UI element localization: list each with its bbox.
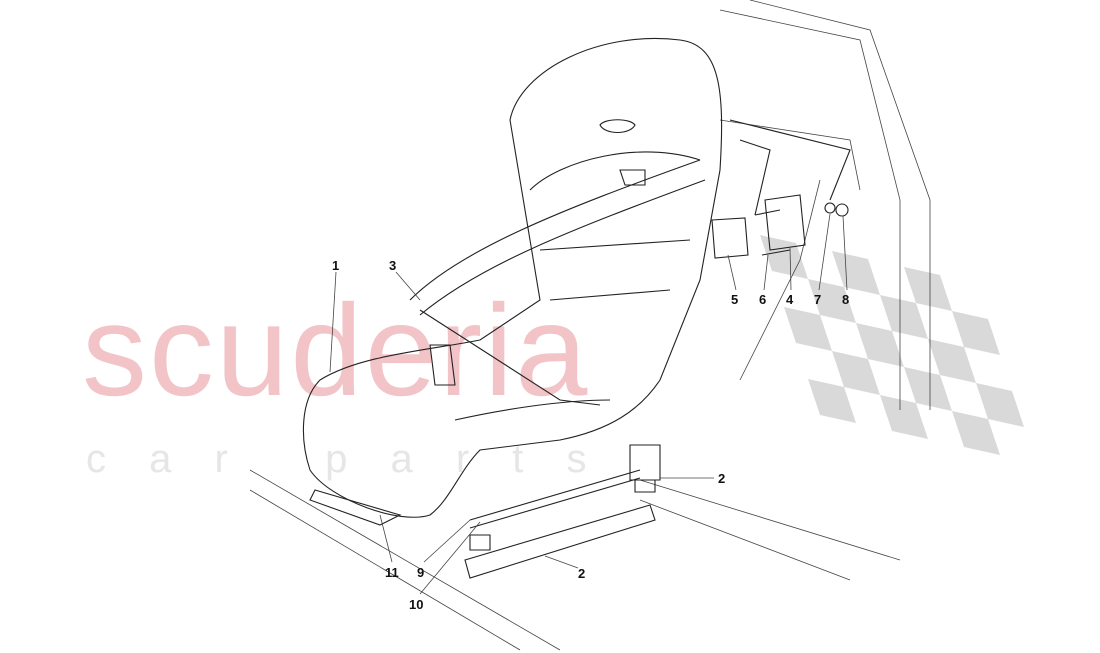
callout-2-lower: 2 <box>578 566 585 581</box>
checker-square <box>904 367 952 411</box>
callout-10: 10 <box>409 597 423 612</box>
leader-lines <box>329 213 848 595</box>
car-floor <box>249 0 931 651</box>
callout-1: 1 <box>332 258 339 273</box>
callout-11: 11 <box>385 565 399 580</box>
callout-8: 8 <box>842 292 849 307</box>
callout-2-upper: 2 <box>718 471 725 486</box>
callout-9: 9 <box>417 565 424 580</box>
watermark-tagline: c a r p a r t s <box>86 437 603 481</box>
checker-square <box>808 379 856 423</box>
callout-3: 3 <box>389 258 396 273</box>
checkerboard-watermark <box>760 235 1024 455</box>
checker-square <box>856 323 904 367</box>
checker-square <box>952 411 1000 455</box>
checker-square <box>832 251 880 295</box>
checker-square <box>928 339 976 383</box>
checker-square <box>952 311 1000 355</box>
callout-5: 5 <box>731 292 738 307</box>
checker-square <box>904 267 952 311</box>
belt-retractor <box>711 119 851 259</box>
watermark-brand: scuderia <box>82 277 589 423</box>
checker-square <box>808 279 856 323</box>
callout-6: 6 <box>759 292 766 307</box>
checker-square <box>880 395 928 439</box>
checker-square <box>784 307 832 351</box>
checker-square <box>976 383 1024 427</box>
seat <box>302 38 723 579</box>
callout-7: 7 <box>814 292 821 307</box>
checker-square <box>832 351 880 395</box>
callout-4: 4 <box>786 292 794 307</box>
checker-square <box>880 295 928 339</box>
